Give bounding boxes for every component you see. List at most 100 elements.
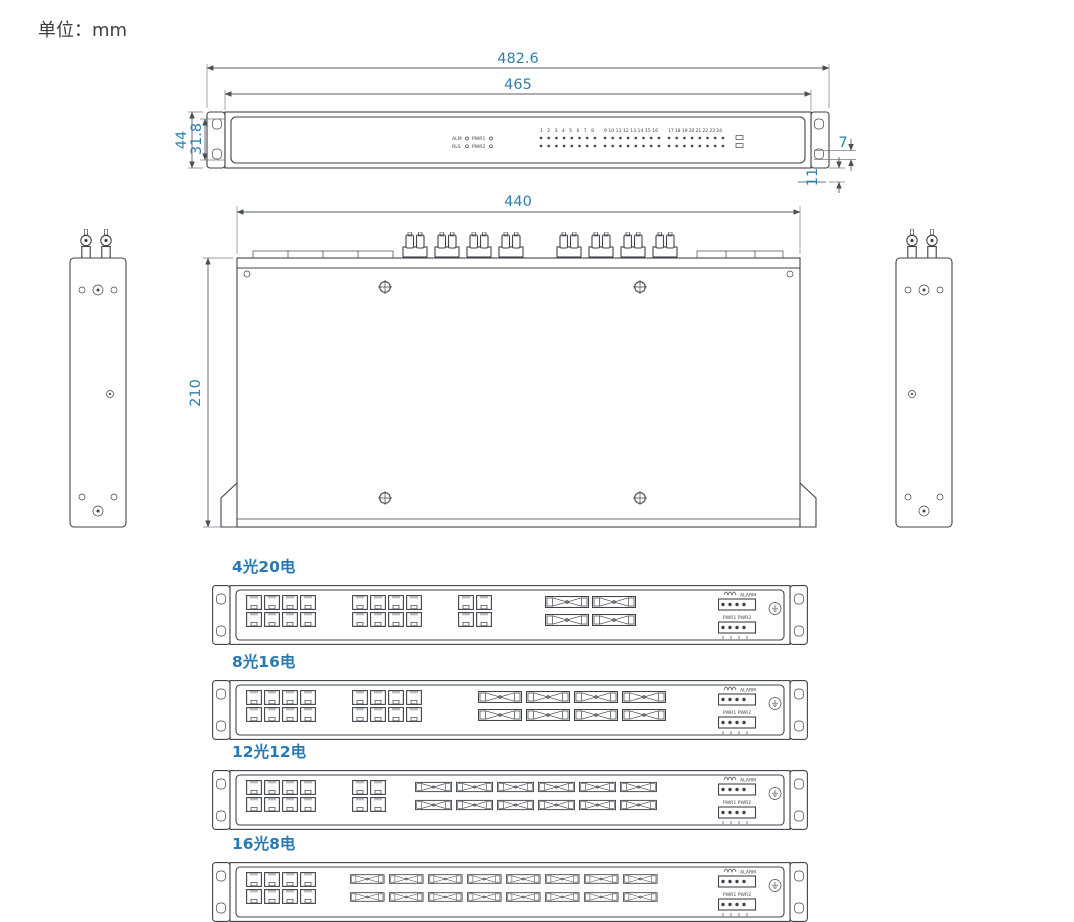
hole	[110, 286, 118, 294]
hole	[92, 284, 104, 296]
hole	[92, 505, 104, 517]
sc-connector-icon	[466, 232, 492, 258]
sma-connector-icon	[100, 229, 112, 259]
fiber-slot	[478, 691, 522, 703]
fiber-slot	[497, 781, 534, 793]
led-dot	[465, 136, 469, 141]
fiber-slot	[467, 874, 502, 884]
fiber-slot	[620, 781, 657, 793]
dim-overall-width-value: 482.6	[497, 51, 539, 67]
variant-label: 4光20电	[232, 557, 296, 576]
fiber-slot	[478, 709, 522, 721]
ear-hole	[212, 148, 222, 160]
right-flange	[799, 482, 817, 528]
hole	[936, 286, 944, 294]
variant-16opt-8elec: 16光8电	[212, 834, 808, 922]
sma-connector-icon	[80, 229, 92, 259]
fiber-slot	[389, 874, 424, 884]
sc-connector-icon	[556, 232, 582, 258]
fiber-slot	[389, 892, 424, 902]
dim-lip: 7	[814, 135, 856, 171]
fiber-slot	[538, 781, 575, 793]
hole	[904, 286, 912, 294]
hole-dot	[910, 392, 914, 396]
right-side-view	[895, 229, 953, 528]
side-panel	[69, 257, 127, 528]
led-dot	[465, 144, 469, 149]
hole	[78, 493, 86, 501]
variant-label: 8光16电	[232, 652, 296, 671]
sc-connector-icon	[498, 232, 524, 258]
fiber-slot	[506, 892, 541, 902]
top-enclosure	[236, 257, 801, 528]
fiber-slot	[623, 892, 658, 902]
hole	[110, 493, 118, 501]
hole-dot	[96, 288, 100, 292]
fiber-slot	[545, 614, 589, 626]
hole	[78, 286, 86, 294]
led-label-rls: RLS	[452, 144, 461, 150]
left-ear	[206, 111, 226, 169]
hole	[918, 284, 930, 296]
hole	[904, 493, 912, 501]
fiber-slot	[592, 614, 636, 626]
fiber-slot	[620, 799, 657, 811]
hole	[786, 270, 794, 278]
variant-label: 16光8电	[232, 834, 296, 853]
fiber-slot	[497, 799, 534, 811]
fiber-slot	[428, 874, 463, 884]
dim-top-width-value: 440	[504, 194, 532, 210]
fiber-slot	[545, 874, 580, 884]
fiber-slot	[545, 892, 580, 902]
led-dot	[489, 144, 493, 149]
hole	[106, 390, 114, 398]
fiber-slot	[506, 874, 541, 884]
dim-lip-value: 7	[838, 135, 847, 151]
rail	[696, 250, 784, 259]
led-dot	[489, 136, 493, 141]
front-view: ALM PWR1 RLS PWR2 1 2 3 4 5 6 7 8 9 10 1…	[174, 51, 856, 193]
fiber-slot	[584, 892, 619, 902]
sc-connector-icon	[402, 232, 428, 258]
port-numbers-1: 1 2 3 4 5 6 7 8	[540, 128, 594, 134]
top-view: 440 210	[188, 194, 817, 528]
led-label-pwr1: PWR1	[472, 136, 486, 142]
variant-4opt-20elec: 4光20电	[212, 557, 808, 645]
dim-body-width: 465	[224, 77, 812, 110]
port-numbers-3: 17 18 19 20 21 22 23 24	[668, 128, 722, 134]
fiber-slot	[574, 691, 618, 703]
hole-dot	[922, 509, 926, 513]
ear-hole	[814, 148, 824, 160]
unit-label: 单位：mm	[38, 20, 127, 41]
hole	[243, 270, 251, 278]
fiber-slot	[456, 781, 493, 793]
sc-connector-icon	[588, 232, 614, 258]
fiber-slot	[467, 892, 502, 902]
ear-hole	[814, 118, 824, 130]
dim-body-width-value: 465	[504, 77, 532, 93]
sc-connector-icon	[434, 232, 460, 258]
hole	[918, 505, 930, 517]
dim-depth: 210	[188, 257, 233, 528]
dim-inner-height: 31.8	[189, 118, 225, 161]
fiber-slot	[526, 691, 570, 703]
sma-connector-icon	[906, 229, 918, 259]
dim-top-width: 440	[236, 194, 801, 254]
fiber-connectors-row	[252, 232, 784, 259]
sc-connector-icon	[620, 232, 646, 258]
fiber-slot	[428, 892, 463, 902]
fiber-slot	[584, 874, 619, 884]
hole-dot	[922, 288, 926, 292]
sma-connector-icon	[926, 229, 938, 259]
led-label-pwr2: PWR2	[472, 144, 486, 150]
hole-dot	[108, 392, 112, 396]
variant-label: 12光12电	[232, 742, 307, 761]
fiber-slot	[350, 892, 385, 902]
hole-dot	[96, 509, 100, 513]
dim-overall-width: 482.6	[206, 51, 830, 108]
hole	[908, 390, 916, 398]
fiber-slot	[579, 799, 616, 811]
dim-inner-height-value: 31.8	[189, 123, 205, 155]
